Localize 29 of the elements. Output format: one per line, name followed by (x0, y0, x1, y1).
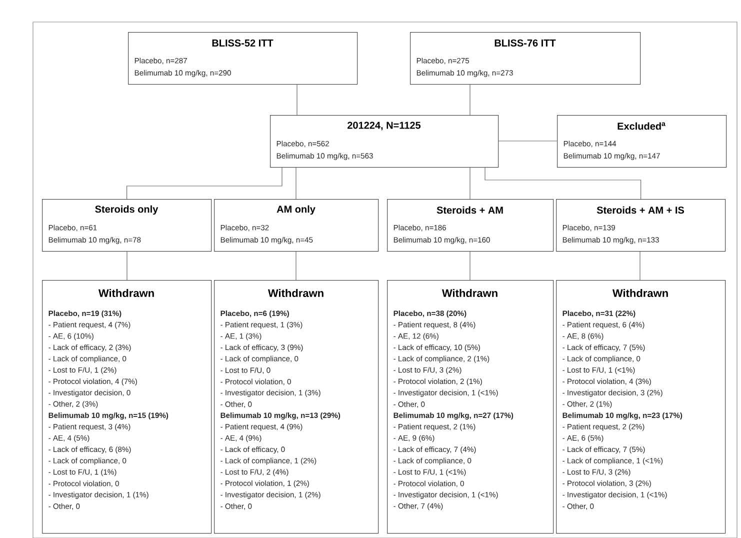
box-heading: Withdrawn (268, 288, 324, 298)
flow-box (387, 199, 554, 252)
flow-box (387, 280, 554, 534)
box-heading: Steroids only (95, 205, 158, 215)
connector-line (484, 167, 642, 200)
connector-line (126, 251, 128, 280)
flow-box (42, 280, 212, 534)
box-heading: BLISS-76 ITT (494, 39, 556, 47)
box-heading: Withdrawn (612, 288, 668, 298)
flow-box (214, 199, 379, 252)
flow-box (214, 280, 379, 534)
flow-box (556, 280, 726, 534)
connector-line (296, 84, 298, 116)
connector-line (498, 140, 558, 142)
box-heading: Withdrawn (442, 288, 498, 298)
box-heading: Withdrawn (98, 288, 154, 298)
flow-box (557, 115, 727, 168)
box-heading: 201224, N=1125 (348, 122, 421, 130)
box-heading: Steroids + AM + IS (596, 206, 684, 214)
box-heading: Steroids + AM (436, 206, 503, 214)
box-heading: Excluded$^{a}$ (618, 122, 666, 130)
box-heading: AM only (276, 205, 316, 215)
flow-box (270, 115, 499, 168)
flow-box (556, 199, 726, 252)
flow-box (128, 32, 358, 85)
box-heading: BLISS-52 ITT (212, 39, 274, 47)
flow-box (42, 199, 212, 252)
connector-line (126, 167, 282, 200)
flow-box (410, 32, 641, 85)
